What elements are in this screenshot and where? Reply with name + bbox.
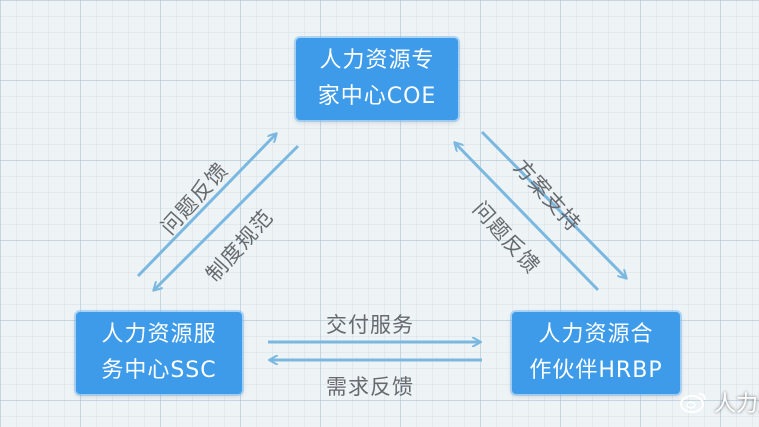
node-coe-line2: 家中心COE (317, 84, 437, 109)
edge-label-bottom-lower: 需求反馈 (326, 375, 414, 399)
edge-label-bottom-upper: 交付服务 (326, 313, 414, 337)
watermark: 人力资 (680, 386, 759, 418)
node-coe-line1: 人力资源专 (319, 48, 435, 73)
node-coe: 人力资源专 家中心COE (296, 38, 458, 120)
node-hrbp-line1: 人力资源合 (538, 322, 654, 347)
watermark-text: 人力资 (714, 392, 759, 417)
weibo-logo-icon (680, 393, 706, 413)
node-ssc: 人力资源服 务中心SSC (76, 312, 242, 394)
arrow-coe-to-ssc (154, 144, 300, 290)
node-ssc-line1: 人力资源服 (101, 322, 217, 347)
arrow-ssc-to-coe (136, 134, 276, 278)
node-hrbp: 人力资源合 作伙伴HRBP (512, 312, 680, 394)
arrow-hrbp-to-coe (455, 143, 600, 292)
arrow-coe-to-hrbp (480, 130, 626, 278)
node-ssc-line2: 务中心SSC (101, 358, 217, 383)
node-hrbp-line2: 作伙伴HRBP (529, 358, 663, 383)
